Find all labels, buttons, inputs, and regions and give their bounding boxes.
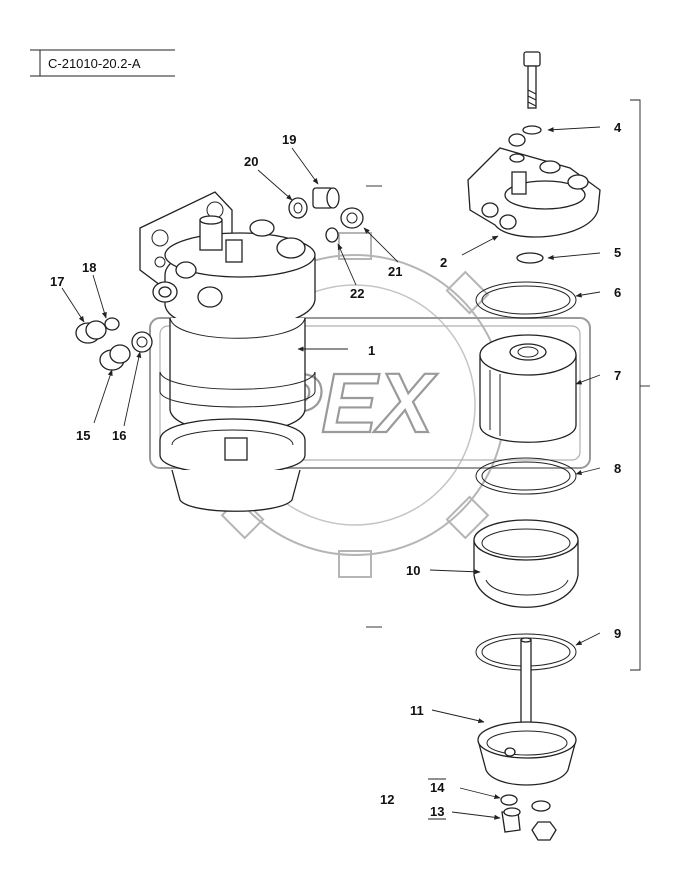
label-1: 1 — [368, 343, 375, 358]
part-6-seal — [475, 281, 577, 319]
label-2: 2 — [440, 255, 447, 270]
label-13: 13 — [430, 804, 444, 819]
part-4-washer — [522, 125, 542, 135]
label-9: 9 — [614, 626, 621, 641]
part-20-washer — [288, 197, 308, 219]
label-22: 22 — [350, 286, 364, 301]
part-13-drain — [501, 807, 521, 833]
assembly-bracket — [630, 99, 641, 671]
part-7-filter-element — [479, 334, 577, 443]
part-14-washer — [500, 794, 518, 806]
label-4: 4 — [614, 120, 622, 135]
part-18-washer — [104, 317, 120, 331]
part-11-base — [477, 637, 577, 786]
label-5: 5 — [614, 245, 621, 260]
part-10-bowl — [473, 519, 579, 608]
label-11: 11 — [410, 703, 424, 718]
part-15-plug — [99, 344, 131, 371]
part-8-seal — [475, 457, 577, 495]
drawing-code-text: C-21010-20.2-A — [48, 56, 141, 71]
label-21: 21 — [388, 264, 402, 279]
part-19-fitting — [312, 187, 340, 209]
part-2-filter-head — [467, 133, 601, 238]
label-16: 16 — [112, 428, 126, 443]
drawing-code: C-21010-20.2-A — [30, 49, 175, 77]
part-nut-washer — [531, 800, 557, 841]
assembled-filter — [139, 191, 316, 512]
label-17: 17 — [50, 274, 64, 289]
label-14: 14 — [430, 780, 445, 795]
part-5-o-ring — [516, 252, 544, 264]
label-7: 7 — [614, 368, 621, 383]
label-10: 10 — [406, 563, 420, 578]
label-12: 12 — [380, 792, 394, 807]
label-18: 18 — [82, 260, 96, 275]
part-labels: 1 2 4 5 6 7 8 9 10 11 12 13 14 15 16 17 … — [50, 120, 622, 819]
label-6: 6 — [614, 285, 621, 300]
part-21-fitting — [340, 207, 364, 229]
leader-lines — [61, 126, 601, 820]
part-16-washer — [131, 331, 153, 353]
label-8: 8 — [614, 461, 621, 476]
part-22-ring — [325, 227, 339, 243]
label-15: 15 — [76, 428, 90, 443]
label-20: 20 — [244, 154, 258, 169]
label-19: 19 — [282, 132, 296, 147]
part-bolt — [523, 51, 541, 109]
part-17-plug — [75, 320, 107, 344]
